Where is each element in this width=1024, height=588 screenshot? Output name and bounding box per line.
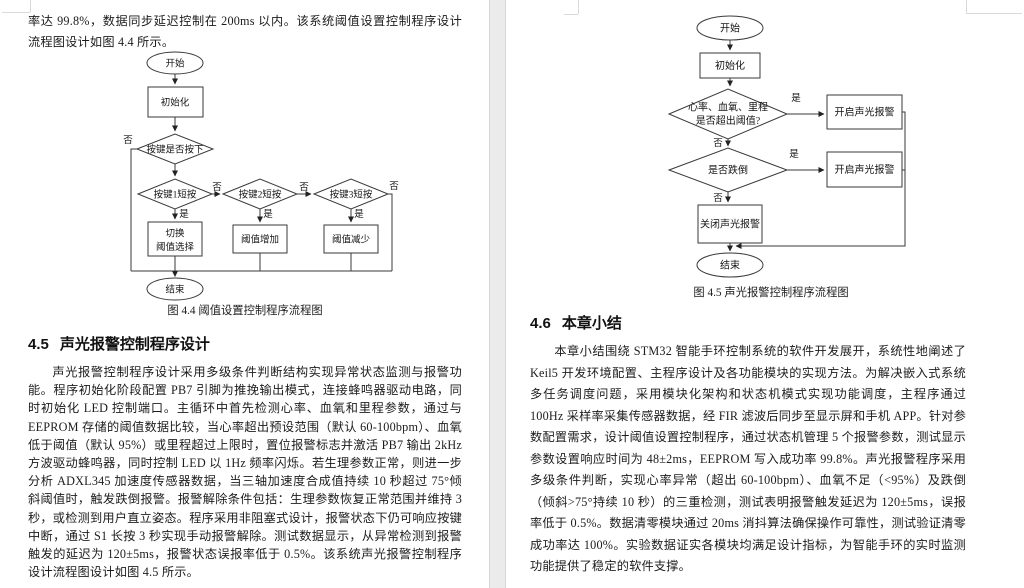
flow44-increase-label: 阈值增加 [241, 234, 279, 246]
flow44-no-label: 否 [389, 181, 399, 192]
flow44-key2-label: 按键2短按 [239, 189, 282, 201]
flow44-key3-label: 按键3短按 [330, 189, 373, 201]
crop-mark-right-a-vertical [578, 0, 579, 14]
flow44-yes-label: 是 [354, 209, 364, 220]
flow44-start-label: 开始 [165, 58, 185, 70]
crop-mark-left-horizontal [2, 12, 30, 13]
flow44-init-process [147, 86, 204, 118]
flow45-init-label: 初始化 [715, 59, 745, 72]
section-number: 4.6 [530, 315, 551, 332]
flow44-yes-label: 是 [263, 209, 273, 220]
flow45-alarm-off-process [697, 204, 763, 244]
flow45-return-rail [735, 111, 906, 249]
flow44-switch-label-line1: 切换 [165, 228, 185, 240]
flow44-yes-label: 是 [179, 209, 189, 220]
flow44-threshold-decrease-process [323, 224, 379, 254]
section-number: 4.5 [28, 336, 49, 353]
flow45-init-process [699, 52, 761, 79]
flow45-vitals-label-line1: 心率、血氧、里程 [688, 101, 768, 114]
flow45-end-terminator [696, 252, 764, 278]
flow45-alarm-on-label: 开启声光报警 [835, 106, 895, 119]
flow44-no-feedback-line-right [388, 193, 393, 271]
document-page-right: 开始 初始化 心率、血氧、里程 是否超出阈值? 是 开启声光报警 否 是否跌倒 … [506, 0, 1024, 588]
flow45-yes-label: 是 [789, 149, 799, 160]
flow44-init-label: 初始化 [161, 97, 190, 109]
flowchart-4-5: 开始 初始化 心率、血氧、里程 是否超出阈值? 是 开启声光报警 否 是否跌倒 … [667, 15, 906, 278]
flow45-alarm-on-process-2 [826, 151, 903, 188]
flow45-end-label: 结束 [720, 259, 740, 272]
flow44-no-label: 否 [123, 135, 133, 146]
flow44-end-label: 结束 [165, 284, 185, 296]
flow45-no-label: 否 [713, 193, 723, 204]
flow44-key-pressed-decision [135, 133, 215, 165]
figure-4-5-caption: 图 4.5 声光报警控制程序流程图 [693, 287, 849, 299]
flow45-no-label: 否 [713, 138, 723, 149]
section-title: 本章小结 [561, 315, 622, 332]
flow45-vitals-decision [667, 88, 789, 140]
document-page-left: 率达 99.8%，数据同步延迟控制在 200ms 以内。该系统阈值设置控制程序设… [0, 0, 489, 588]
crop-mark-left-vertical [30, 0, 31, 12]
flow44-no-label: 否 [299, 182, 309, 193]
crop-mark-right-a-horizontal [564, 14, 578, 15]
flow44-decrease-label: 阈值减少 [332, 234, 371, 246]
flow45-alarm-on-label: 开启声光报警 [835, 163, 895, 176]
flow45-alarm-off-label: 关闭声光报警 [700, 218, 760, 231]
section-4-5-paragraph: 声光报警控制程序设计采用多级条件判断结构实现异常状态监测与报警功能。程序初始化阶… [28, 365, 462, 580]
crop-mark-right-b-vertical [966, 0, 967, 13]
section-title: 声光报警控制程序设计 [59, 336, 210, 353]
flow44-no-feedback-line [130, 148, 137, 271]
flow45-start-label: 开始 [720, 22, 740, 35]
crop-mark-right-b-horizontal [966, 13, 1022, 14]
flow44-switch-label-line2: 阈值选择 [156, 241, 195, 253]
section-4-5-heading: 4.5 声光报警控制程序设计 [28, 333, 210, 354]
flow45-alarm-on-process-1 [826, 94, 903, 130]
flow44-no-label: 否 [212, 182, 222, 193]
flow44-key-pressed-label: 按键是否按下 [146, 144, 203, 156]
flow44-threshold-increase-process [232, 224, 288, 254]
flow45-fall-label: 是否跌倒 [708, 164, 748, 177]
flow45-vitals-label-line2: 是否超出阈值? [696, 114, 761, 127]
figure-4-4-caption: 图 4.4 阈值设置控制程序流程图 [167, 305, 323, 317]
page-gap-divider [489, 0, 506, 588]
section-4-6-heading: 4.6 本章小结 [530, 312, 622, 333]
flowchart-4-4: 开始 初始化 按键是否按下 否 按键1短按 是 切换 阈值选择 否 按键2短按 … [123, 51, 399, 301]
flow44-end-terminator [146, 277, 204, 301]
intro-paragraph: 率达 99.8%，数据同步延迟控制在 200ms 以内。该系统阈值设置控制程序设… [28, 14, 462, 49]
section-4-6-paragraph: 本章小结围绕 STM32 智能手环控制系统的软件开发展开，系统性地阐述了 Kei… [530, 344, 966, 573]
flow44-key1-label: 按键1短按 [154, 189, 197, 201]
flow45-yes-label: 是 [791, 93, 801, 104]
